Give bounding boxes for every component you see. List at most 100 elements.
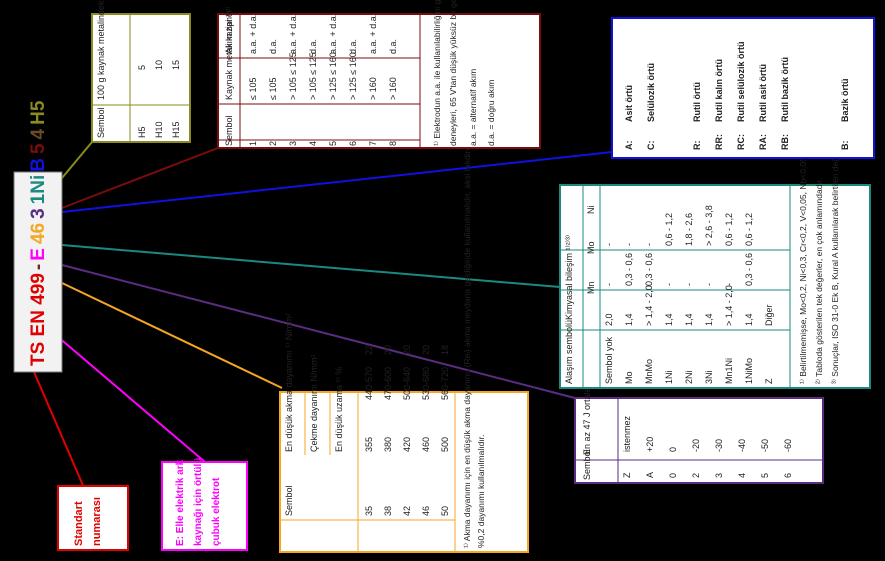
- coating-name: Bazik örtü: [840, 78, 850, 122]
- hydrogen-header-symbol: Sembol: [96, 107, 106, 138]
- designation-strength: 46: [28, 223, 49, 244]
- impact-row-temperature: -60: [783, 439, 793, 452]
- efficiency-row-gain: > 105 ≤ 125: [288, 52, 298, 100]
- efficiency-note-4: d.a. = doğru akım: [486, 80, 496, 146]
- efficiency-note-3: a.a. = alternatif akım: [468, 69, 478, 146]
- efficiency-box: Sembol Kaynak metali kazancı Akım tipi ¹…: [217, 0, 541, 149]
- designation-efficiency: 5: [28, 143, 49, 154]
- alloy-row-ni: -: [624, 243, 634, 246]
- strength-note-2: %0,2 dayanımı kullanılmalıdır.: [476, 435, 486, 548]
- alloy-row-symbol: 1Ni: [664, 370, 674, 384]
- efficiency-row-gain: > 160: [368, 77, 378, 100]
- strength-row-yield: 460: [421, 437, 431, 452]
- alloy-row-symbol: 3Ni: [704, 370, 714, 384]
- coating-name: Rutil kalın örtü: [714, 59, 724, 122]
- alloy-row-symbol: MnMo: [644, 359, 654, 384]
- alloy-row-symbol: Z: [764, 378, 774, 384]
- coating-connector: [61, 151, 613, 213]
- alloy-row-symbol: Sembol yok: [604, 336, 614, 384]
- strength-header-tensile: Çekme dayanımı N/mm²: [309, 354, 319, 452]
- efficiency-row-symbol: 1: [248, 141, 258, 146]
- impact-row-symbol: A: [645, 472, 655, 478]
- strength-row-yield: 355: [364, 437, 374, 452]
- alloy-header-group: Kimyasal bileşim ¹⁾²⁾³⁾: [564, 235, 574, 320]
- impact-row-symbol: 3: [714, 473, 724, 478]
- designation-text: TS EN 499-E4631NiB54H5: [28, 100, 49, 366]
- hydrogen-box: Sembol 100 g kaynak metalindeki en çok H…: [91, 0, 191, 143]
- coating-name: Rutil örtü: [692, 82, 702, 122]
- alloy-row-mn: Diğer: [764, 304, 774, 326]
- designation-bar: TS EN 499-E4631NiB54H5: [13, 100, 63, 373]
- alloy-row-mo: -: [704, 283, 714, 286]
- hydrogen-row-content: 15: [171, 60, 181, 70]
- strength-row-tensile: 440-570: [364, 367, 374, 400]
- efficiency-row-symbol: 6: [348, 141, 358, 146]
- designation-e: E: [28, 248, 49, 261]
- strength-row-symbol: 35: [364, 506, 374, 516]
- efficiency-row-symbol: 3: [288, 141, 298, 146]
- designation-position: 4: [28, 128, 49, 139]
- impact-row-symbol: 0: [668, 473, 678, 478]
- alloy-row-mo: -: [684, 283, 694, 286]
- strength-header-yield-text: En düşük akma dayanımı ¹⁾ N/mm²: [284, 313, 294, 452]
- alloy-row-ni: 1,8 - 2,6: [684, 213, 694, 246]
- coating-name: Selülozik örtü: [646, 63, 656, 122]
- hydrogen-row-content: 5: [137, 65, 147, 70]
- electrode-label-2: kaynağı için örtülü: [193, 458, 204, 546]
- alloy-connector: [61, 244, 561, 288]
- coating-name: Rutil asit örtü: [758, 64, 768, 122]
- alloy-row-symbol: Mo: [624, 371, 634, 384]
- efficiency-header-gain: Kaynak metali kazancı: [224, 10, 234, 100]
- alloy-row-mn: 1,4: [744, 313, 754, 326]
- strength-row-elongation: 20: [402, 345, 412, 355]
- strength-row-tensile: 500-640: [402, 367, 412, 400]
- standard-box: Standart numarası: [57, 485, 129, 551]
- efficiency-connector: [61, 147, 219, 209]
- alloy-row-symbol: 1NiMo: [744, 358, 754, 384]
- impact-row-temperature: -20: [691, 439, 701, 452]
- coating-name: Rutil selülozik örtü: [736, 41, 746, 122]
- coating-name: Rutil bazik örtü: [780, 57, 790, 122]
- efficiency-row-current: d.a.: [388, 39, 398, 54]
- hydrogen-header-content: 100 g kaynak metalindeki en çok H₂ içeri…: [96, 0, 106, 100]
- efficiency-row-current: d.a.: [348, 39, 358, 54]
- alloy-row-mn: 1,4: [704, 313, 714, 326]
- strength-row-elongation: 20: [383, 345, 393, 355]
- efficiency-row-current: a.a. + d.a.: [248, 14, 258, 54]
- alloy-note-1: ¹⁾ Belirtilmemişse, Mo<0,2, Ni<0,3, Cr<0…: [798, 123, 808, 384]
- efficiency-row-gain: > 105 ≤ 125: [308, 52, 318, 100]
- hydrogen-connector: [61, 141, 93, 179]
- efficiency-note-1: ¹⁾ Elektrodun a.a. ile kullanılabilirliğ…: [432, 0, 442, 146]
- hydrogen-row-symbol: H10: [154, 121, 164, 138]
- strength-row-tensile: 560-720: [440, 367, 450, 400]
- efficiency-row-gain: > 125 ≤ 160: [348, 52, 358, 100]
- alloy-row-ni: 0,6 - 1,2: [744, 213, 754, 246]
- strength-row-symbol: 42: [402, 506, 412, 516]
- impact-row-symbol: 4: [737, 473, 747, 478]
- strength-header-symbol: Sembol: [284, 485, 294, 516]
- strength-row-tensile: 530-680: [421, 367, 431, 400]
- alloy-header-mn: Mn: [586, 281, 596, 294]
- strength-row-elongation: 18: [440, 345, 450, 355]
- impact-connector: [61, 264, 576, 399]
- alloy-header-ni: Ni: [586, 206, 596, 215]
- alloy-row-mn: 1,4: [684, 313, 694, 326]
- strength-row-yield: 420: [402, 437, 412, 452]
- alloy-row-symbol: 2Ni: [684, 370, 694, 384]
- impact-row-temperature: -50: [760, 439, 770, 452]
- electrode-label-3: çubuk elektrot: [211, 477, 222, 546]
- strength-header-yield: En düşük akma dayanımı ¹⁾ N/mm²: [284, 313, 294, 452]
- impact-row-symbol: Z: [622, 472, 632, 478]
- alloy-row-mo: 0,3 - 0,6: [644, 253, 654, 286]
- alloy-header-symbol: Alaşım sembolü: [564, 320, 574, 384]
- efficiency-header-symbol: Sembol: [224, 115, 234, 146]
- strength-connector: [61, 282, 283, 389]
- coating-code: RR:: [714, 134, 724, 150]
- efficiency-row-symbol: 4: [308, 141, 318, 146]
- alloy-row-mn: > 1,4 - 2,0: [724, 285, 734, 326]
- strength-rows: 35355440-5702238380470-6002042420500-640…: [364, 345, 450, 516]
